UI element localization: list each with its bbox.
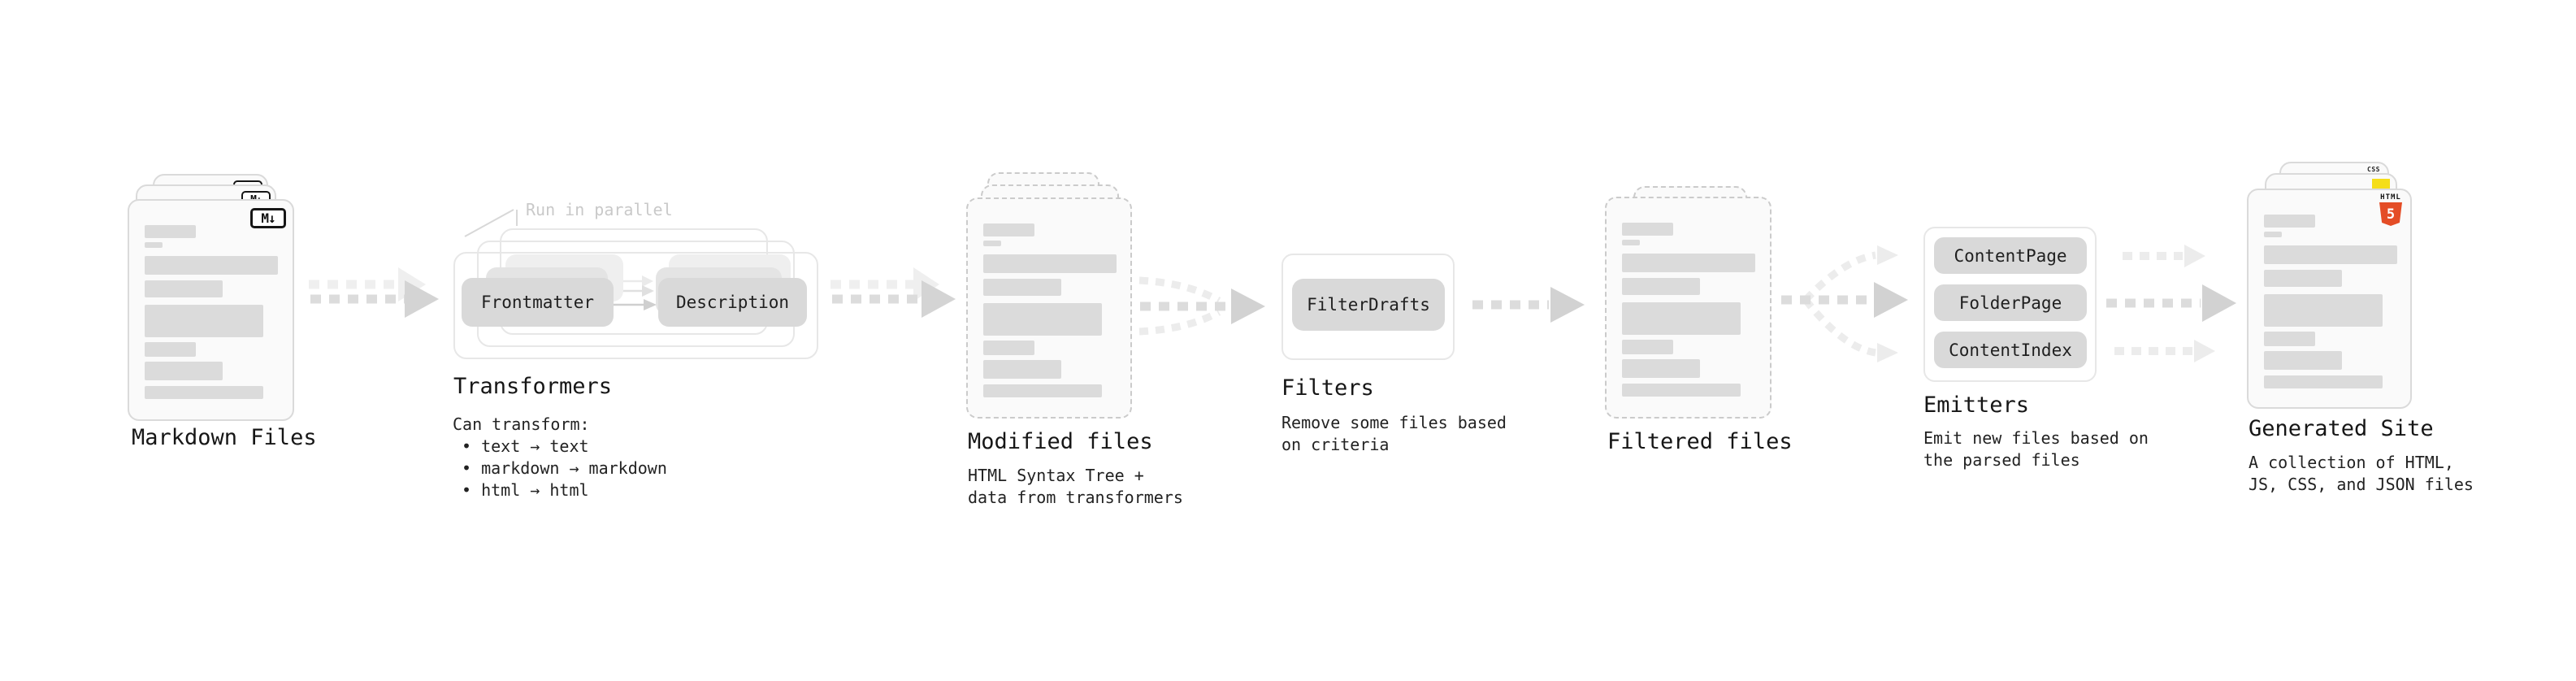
markdown-icon: M↓ [250, 208, 286, 228]
desc-line: Can transform: [453, 414, 590, 434]
desc-line: Emit new files based on [1923, 428, 2149, 448]
desc-line: A collection of HTML, [2249, 453, 2454, 472]
arrow-emitters-to-generated [2106, 245, 2236, 362]
arrow-modified-to-filters [1138, 276, 1265, 336]
css-badge-label: CSS [2367, 166, 2380, 173]
desc-line: • html → html [462, 480, 589, 500]
filterdrafts-pill: FilterDrafts [1292, 279, 1445, 331]
markdown-files-title: Markdown Files [132, 425, 317, 450]
transformers-description: Can transform: • text → text • markdown … [453, 414, 667, 501]
file-card-front: HTML 5 [2247, 189, 2412, 409]
modified-files-description: HTML Syntax Tree + data from transformer… [968, 465, 1183, 509]
contentpage-pill: ContentPage [1934, 237, 2087, 274]
filters-title: Filters [1281, 375, 1374, 401]
file-card-front [1605, 197, 1772, 419]
html5-badge-label: HTML [2380, 193, 2401, 202]
filtered-files-title: Filtered files [1607, 429, 1793, 454]
arrow-filters-to-filtered [1472, 287, 1585, 323]
desc-line: data from transformers [968, 488, 1183, 507]
javascript-icon [2372, 179, 2390, 190]
arrow-frontmatter-to-description [611, 275, 657, 310]
run-in-parallel-leader-line [464, 209, 518, 237]
emitters-description: Emit new files based on the parsed files [1923, 427, 2149, 471]
description-pill: Description [658, 278, 807, 327]
html5-badge-shield: 5 [2379, 202, 2402, 226]
transformer-layer-front [453, 252, 818, 359]
frontmatter-pill: Frontmatter [462, 278, 614, 327]
desc-line: Remove some files based [1281, 413, 1507, 432]
html5-badge-number: 5 [2386, 206, 2396, 223]
desc-line: • text → text [462, 436, 589, 456]
contentindex-pill: ContentIndex [1934, 332, 2087, 368]
transformers-title: Transformers [453, 374, 613, 399]
html5-icon: HTML 5 [2378, 193, 2404, 226]
file-card-front: M↓ [128, 199, 294, 421]
arrow-markdown-to-transformers [309, 267, 439, 318]
arrow-filtered-to-emitters [1781, 245, 1908, 362]
desc-line: • markdown → markdown [462, 458, 667, 478]
desc-line: JS, CSS, and JSON files [2249, 475, 2474, 494]
folderpage-pill: FolderPage [1934, 284, 2087, 321]
arrow-transformers-to-modified [830, 267, 956, 318]
file-card-front [966, 197, 1132, 419]
modified-files-title: Modified files [968, 429, 1153, 454]
filters-description: Remove some files based on criteria [1281, 412, 1507, 456]
generated-site-title: Generated Site [2249, 416, 2434, 441]
desc-line: the parsed files [1923, 450, 2080, 470]
generated-site-description: A collection of HTML, JS, CSS, and JSON … [2249, 452, 2474, 496]
desc-line: on criteria [1281, 435, 1390, 454]
run-in-parallel-annotation: Run in parallel [526, 200, 673, 219]
desc-line: HTML Syntax Tree + [968, 466, 1144, 485]
emitters-title: Emitters [1923, 393, 2030, 418]
